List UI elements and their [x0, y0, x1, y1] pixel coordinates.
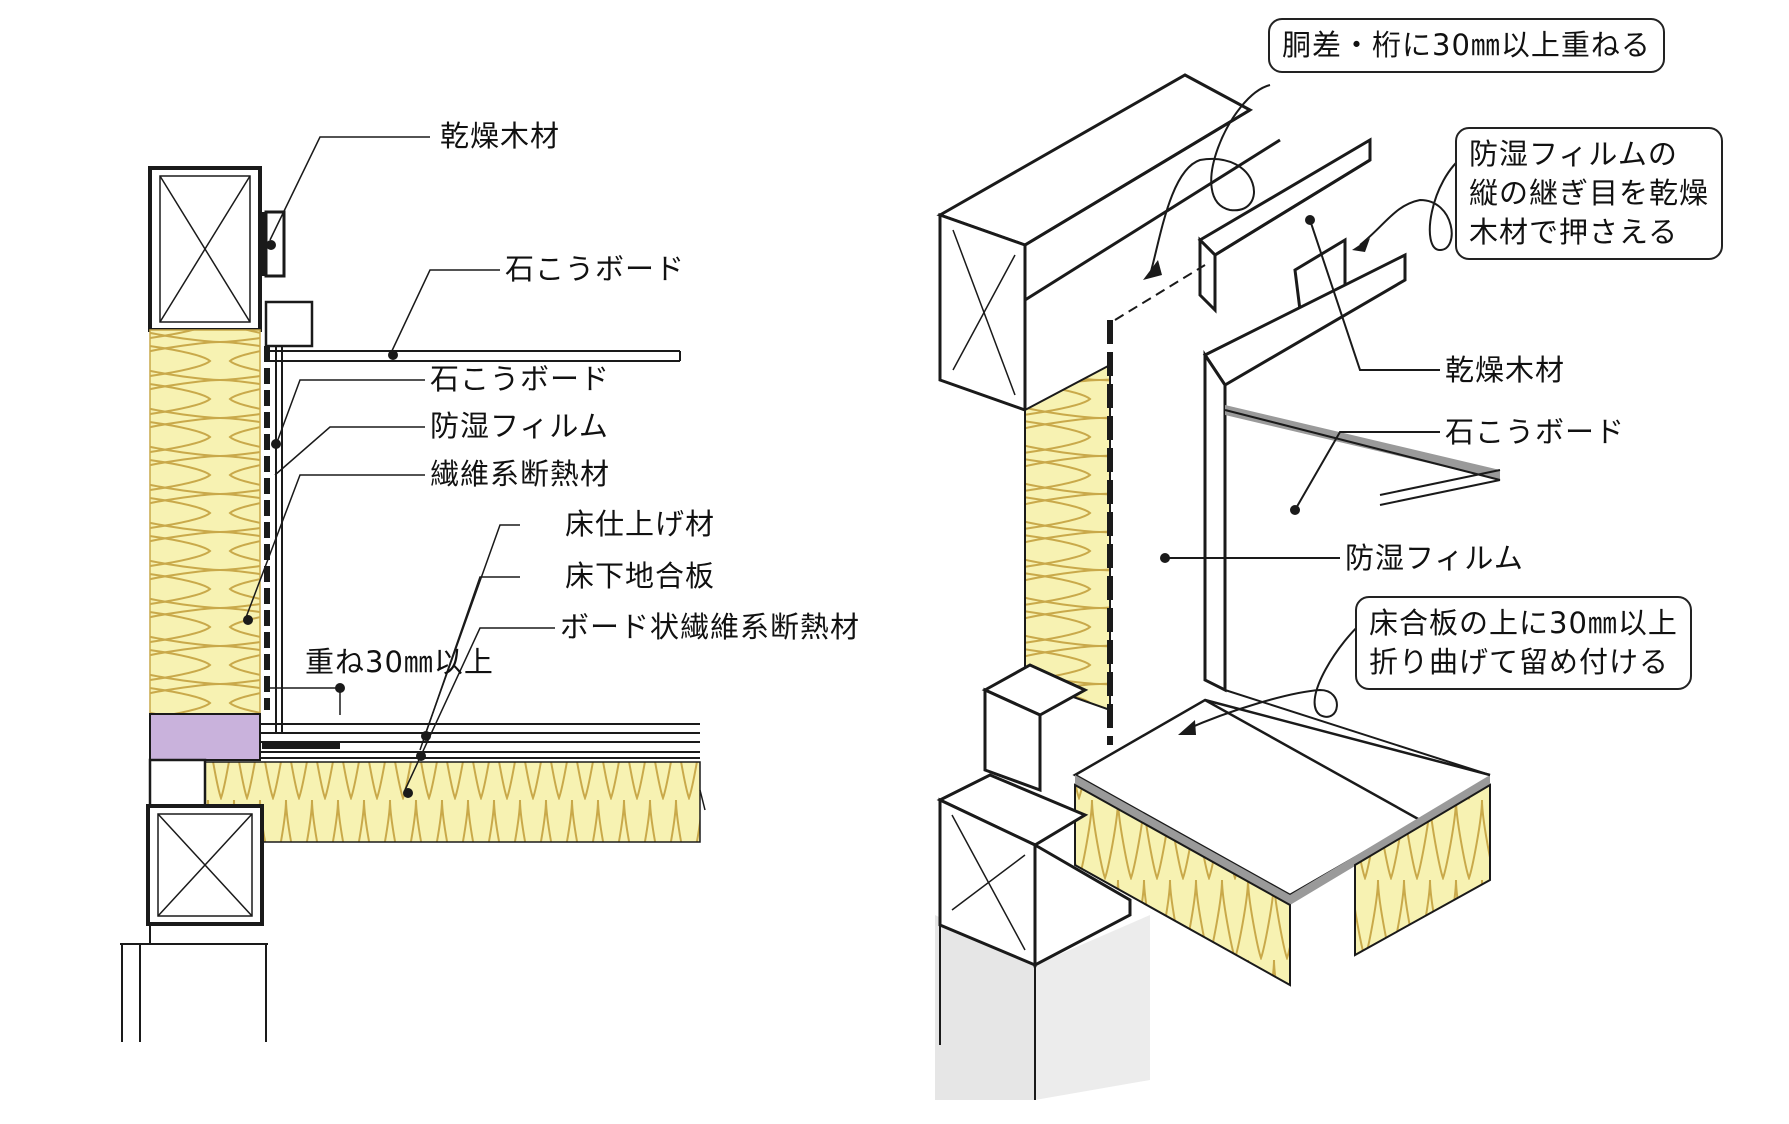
callout-film-seam-line1: 防湿フィルムの [1469, 137, 1678, 171]
callout-fold-film: 床合板の上に30㎜以上 折り曲げて留め付ける [1355, 596, 1692, 691]
label-iso-vapor-film: 防湿フィルム [1345, 541, 1524, 575]
label-vapor-film: 防湿フィルム [430, 409, 609, 443]
iso-leaders [1149, 84, 1466, 731]
callout-fold-film-line2: 折り曲げて留め付ける [1369, 645, 1670, 680]
section-detail [120, 136, 706, 1042]
callout-fold-film-line1: 床合板の上に30㎜以上 [1369, 606, 1678, 640]
lower-beam [146, 804, 264, 926]
label-gypsum-board-ceiling: 石こうボード [505, 252, 686, 286]
wall-insulation [149, 329, 261, 715]
isometric-detail [935, 73, 1501, 1100]
floor-layers [260, 723, 700, 759]
iso-arrowheads [1143, 238, 1370, 735]
ceiling-board [266, 350, 681, 362]
callout-film-seam: 防湿フィルムの 縦の継ぎ目を乾燥 木材で押さえる [1455, 127, 1724, 261]
leader-lines [244, 136, 555, 791]
label-floor-finish: 床仕上げ材 [565, 507, 716, 541]
iso-wall-insulation [1024, 363, 1111, 712]
iso-floor-insulation [1074, 783, 1291, 987]
label-board-insulation: ボード状繊維系断熱材 [560, 610, 861, 644]
callout-film-seam-line3: 木材で押さえる [1469, 215, 1679, 250]
callout-film-seam-line2: 縦の継ぎ目を乾燥 [1469, 176, 1710, 211]
iso-leader-dots [1160, 215, 1315, 563]
iso-stud [1202, 252, 1407, 693]
callout-overlap-beam-text: 胴差・桁に30㎜以上重ねる [1282, 28, 1651, 62]
iso-gypsum-board [1225, 405, 1500, 480]
foundation [120, 924, 268, 1042]
label-overlap: 重ね30㎜以上 [305, 645, 494, 679]
iso-floor-plywood [1072, 689, 1491, 905]
floor-insulation [204, 761, 701, 843]
leader-dots [243, 240, 431, 798]
iso-sill [936, 663, 1132, 968]
iso-dry-timber [1197, 137, 1372, 314]
label-fiber-insulation: 繊維系断熱材 [430, 457, 611, 491]
sill-plate [149, 713, 261, 761]
label-subfloor-plywood: 床下地合板 [565, 559, 716, 593]
label-iso-dry-timber: 乾燥木材 [1445, 353, 1566, 387]
foundation-block [935, 915, 1035, 1100]
label-iso-gypsum-board: 石こうボード [1445, 415, 1626, 449]
iso-top-beam [936, 73, 1281, 413]
label-gypsum-board-wall: 石こうボード [430, 362, 611, 396]
callout-overlap-beam: 胴差・桁に30㎜以上重ねる [1268, 18, 1665, 74]
label-dry-timber: 乾燥木材 [440, 119, 561, 153]
top-beam [148, 166, 262, 332]
